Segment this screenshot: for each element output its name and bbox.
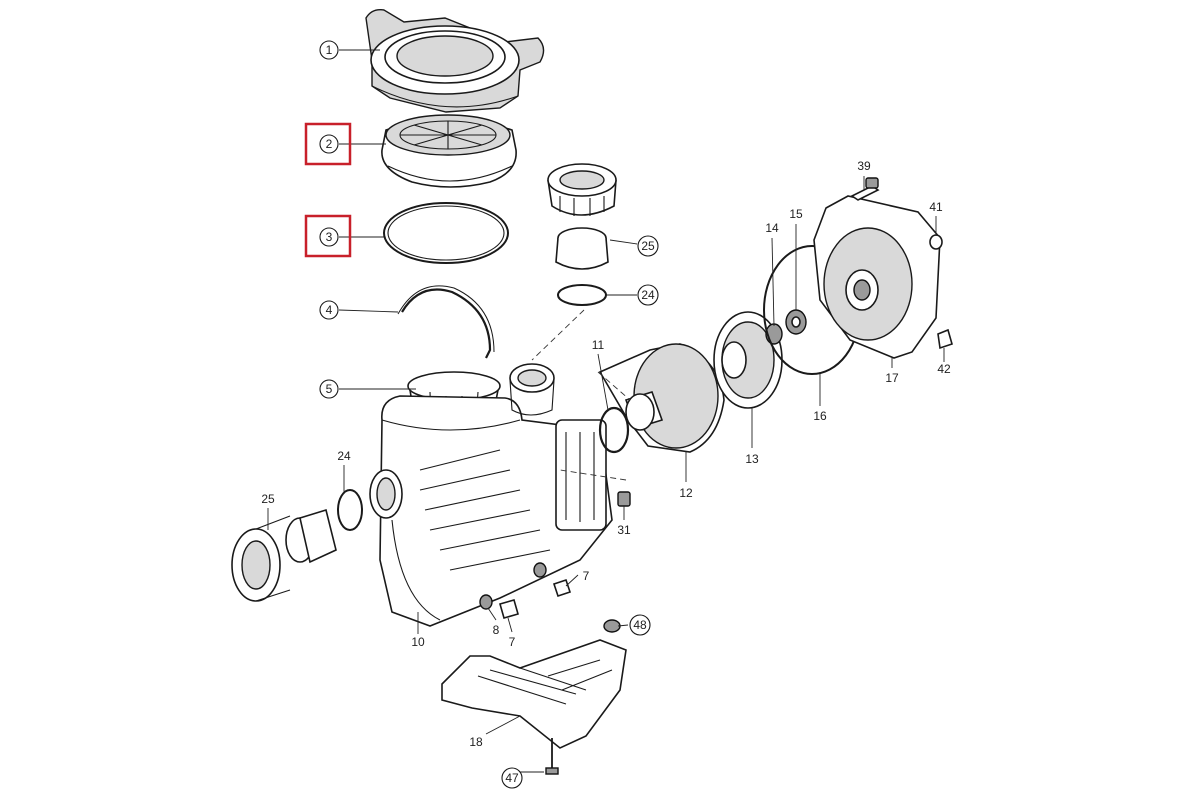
svg-text:17: 17 xyxy=(885,371,899,385)
part-clip-4 xyxy=(397,285,495,359)
part-diffuser xyxy=(598,343,725,453)
callouts: 1 2 3 4 5 10 24 25 24 25 11 12 13 14 15 … xyxy=(261,40,951,789)
callout-5: 5 xyxy=(319,379,339,399)
svg-text:31: 31 xyxy=(617,523,631,537)
callout-2: 2 xyxy=(319,134,339,154)
highlight-box-3 xyxy=(304,214,352,258)
svg-text:16: 16 xyxy=(813,409,827,423)
part-ring-11 xyxy=(598,406,630,454)
svg-text:8: 8 xyxy=(493,623,500,637)
part-union-top xyxy=(531,163,617,361)
part-base xyxy=(441,619,627,775)
callout-4: 4 xyxy=(319,300,339,320)
callout-7-upper: 7 xyxy=(583,569,590,583)
svg-text:5: 5 xyxy=(326,382,333,396)
callout-24-left: 24 xyxy=(337,449,351,463)
part-strainer-cover xyxy=(381,114,517,188)
svg-text:25: 25 xyxy=(641,239,655,253)
part-pump-body xyxy=(369,363,613,627)
part-o-ring-3 xyxy=(383,202,509,264)
part-seal-plate xyxy=(813,195,941,359)
svg-text:7: 7 xyxy=(509,635,516,649)
svg-text:15: 15 xyxy=(789,207,803,221)
callout-25-top: 25 xyxy=(637,235,659,257)
callout-13: 13 xyxy=(745,452,759,466)
callout-10: 10 xyxy=(411,635,425,649)
callout-39: 39 xyxy=(857,159,871,173)
callout-48: 48 xyxy=(629,614,651,636)
part-impeller xyxy=(713,311,783,409)
highlight-box-2 xyxy=(304,122,352,166)
callout-47: 47 xyxy=(501,767,523,789)
callout-17: 17 xyxy=(885,371,899,385)
callout-1: 1 xyxy=(319,40,339,60)
svg-text:39: 39 xyxy=(857,159,871,173)
svg-text:24: 24 xyxy=(337,449,351,463)
callout-18: 18 xyxy=(469,735,483,749)
callout-24-top: 24 xyxy=(637,284,659,306)
svg-text:1: 1 xyxy=(326,43,333,57)
callout-25-left: 25 xyxy=(261,492,275,506)
svg-text:3: 3 xyxy=(326,230,333,244)
part-union-left xyxy=(231,489,363,602)
svg-text:13: 13 xyxy=(745,452,759,466)
svg-text:24: 24 xyxy=(641,288,655,302)
svg-text:25: 25 xyxy=(261,492,275,506)
part-drain-plugs xyxy=(479,562,572,619)
svg-text:12: 12 xyxy=(679,486,693,500)
svg-text:41: 41 xyxy=(929,200,943,214)
svg-text:10: 10 xyxy=(411,635,425,649)
callout-15: 15 xyxy=(789,207,803,221)
callout-14: 14 xyxy=(765,221,779,235)
part-bolts xyxy=(617,177,953,507)
svg-text:2: 2 xyxy=(326,137,333,151)
svg-text:11: 11 xyxy=(592,338,605,352)
leader-lines xyxy=(267,49,945,773)
part-seal-14-15 xyxy=(765,309,807,345)
svg-text:7: 7 xyxy=(583,569,590,583)
callout-8: 8 xyxy=(493,623,500,637)
svg-text:14: 14 xyxy=(765,221,779,235)
callout-11: 11 xyxy=(592,338,605,352)
svg-text:4: 4 xyxy=(326,303,333,317)
callout-7-lower: 7 xyxy=(509,635,516,649)
callout-3: 3 xyxy=(319,227,339,247)
part-lid xyxy=(365,8,545,113)
svg-text:18: 18 xyxy=(469,735,483,749)
callout-41: 41 xyxy=(929,200,943,214)
svg-text:42: 42 xyxy=(937,362,951,376)
svg-text:47: 47 xyxy=(505,771,519,785)
callout-16: 16 xyxy=(813,409,827,423)
svg-text:48: 48 xyxy=(633,618,647,632)
callout-31: 31 xyxy=(617,523,631,537)
callout-42: 42 xyxy=(937,362,951,376)
callout-12: 12 xyxy=(679,486,693,500)
